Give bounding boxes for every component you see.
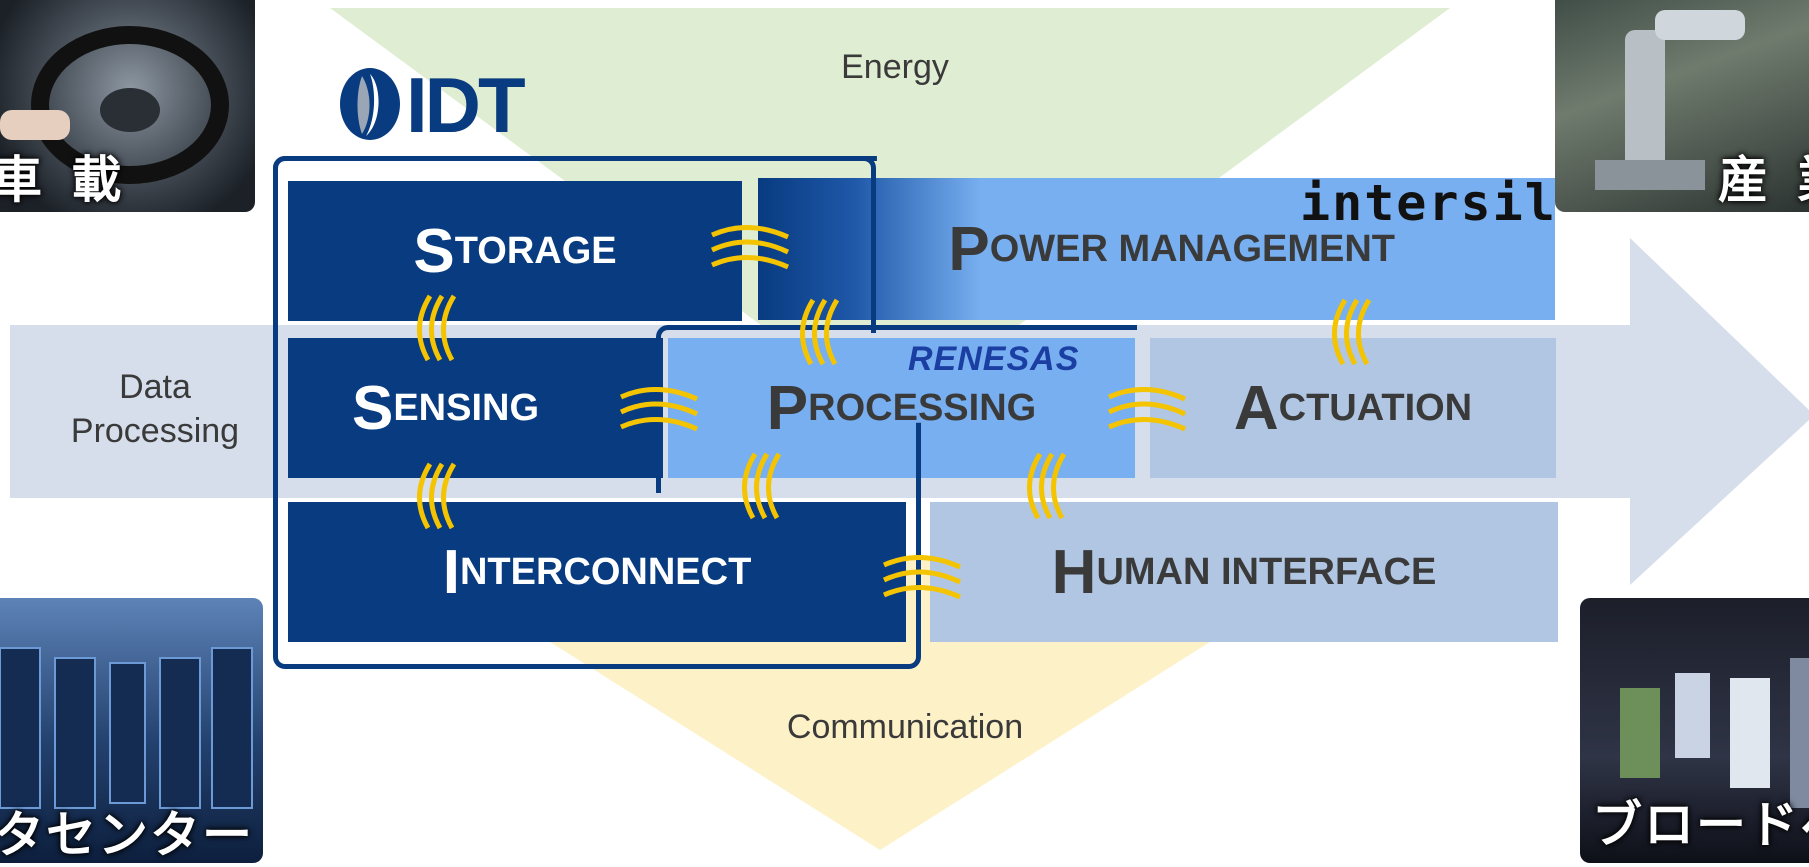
communication-label: Communication: [786, 708, 1024, 746]
broadband-photo: [1580, 598, 1809, 863]
renesas-logo: RENESAS: [908, 340, 1080, 378]
industrial-photo: [1555, 0, 1809, 212]
connector-processing-actuation-icon: [1107, 387, 1187, 432]
idt-logo: IDT: [332, 61, 537, 149]
energy-label: Energy: [841, 48, 949, 86]
processing-initial: P: [766, 373, 809, 443]
storage-rest: TORAGE: [454, 229, 617, 272]
server-racks-icon: [0, 647, 253, 809]
power-rest: OWER MANAGEMENT: [989, 227, 1395, 270]
data-processing-label-line1: Data: [119, 368, 191, 406]
sensing-rest: ENSING: [393, 386, 540, 429]
connector-sensing-interconnect-icon: [417, 462, 457, 530]
broadband-caption: ブロードヘ: [1592, 796, 1809, 854]
datacenter-photo: [0, 598, 263, 863]
renesas-region-outline: [656, 325, 1137, 493]
connector-storage-sensing-icon: [417, 294, 457, 362]
industrial-caption: 産 業: [1718, 151, 1809, 209]
connector-power-processing-icon: [800, 298, 840, 366]
connector-power-actuation-icon: [1332, 298, 1372, 366]
data-processing-label-line2: Processing: [70, 412, 240, 450]
idt-logo-mark: [340, 68, 400, 140]
datacenter-caption: タセンター: [0, 806, 254, 864]
human-rest: UMAN INTERFACE: [1096, 550, 1437, 593]
robot-arm-icon: [1595, 10, 1745, 190]
actuation-rest: CTUATION: [1278, 386, 1473, 429]
connector-interconnect-human-icon: [882, 555, 962, 600]
idt-logo-text: IDT: [406, 61, 526, 149]
connector-processing-human-icon: [1027, 452, 1067, 520]
processing-rest: ROCESSING: [808, 386, 1037, 429]
interconnect-initial: I: [442, 537, 460, 607]
automotive-photo: [0, 0, 255, 212]
actuation-initial: A: [1233, 373, 1279, 443]
power-initial: P: [948, 214, 990, 284]
interconnect-rest: NTERCONNECT: [459, 550, 752, 593]
human-initial: H: [1051, 537, 1097, 607]
sensing-initial: S: [351, 373, 394, 443]
storage-initial: S: [413, 216, 455, 286]
connector-sensing-processing-icon: [619, 387, 699, 432]
connector-processing-interconnect-icon: [742, 452, 782, 520]
connector-storage-power-icon: [710, 225, 790, 270]
data-processing-label: Data Processing: [45, 365, 265, 453]
steering-wheel-icon: [0, 26, 229, 184]
automotive-caption: 車 載: [0, 151, 128, 209]
intersil-logo: intersil: [1300, 174, 1557, 232]
display-screens-icon: [1620, 658, 1809, 808]
